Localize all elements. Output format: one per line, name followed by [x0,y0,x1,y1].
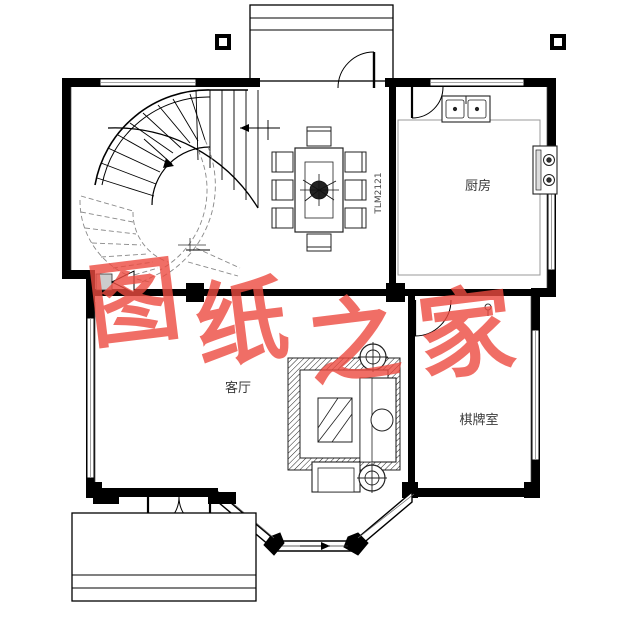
leader-lines [178,238,206,252]
kitchen-sink [441,95,491,123]
dining-table-set [271,126,367,252]
room-label-living-room: 客厅 [225,380,251,396]
column-nw [215,34,231,50]
rear-terrace [249,4,394,89]
interior-walls [95,87,540,492]
front-porch [71,492,257,602]
windows [86,78,556,479]
table-centerpiece [300,174,339,206]
room-label-game-room: 棋牌室 [459,412,498,428]
curved-staircase [79,89,280,283]
door-kitchen [410,86,444,119]
kitchen-cooktop [532,145,558,195]
game-room-details [484,303,492,316]
door-game-room [413,299,452,337]
column-ne [550,34,566,50]
door-tag-tlm2121: TLM2121 [374,172,384,214]
room-label-kitchen: 厨房 [465,178,491,194]
door-hall-left [95,270,135,294]
side-table-top [358,342,388,372]
side-table-bottom [357,463,387,493]
wall-nodes [86,283,540,498]
living-room-furniture [287,342,401,493]
